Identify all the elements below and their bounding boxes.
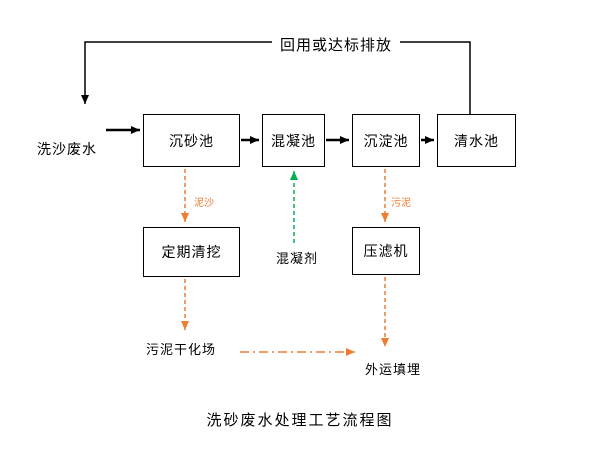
box-coagulation-tank: 混凝池 xyxy=(262,114,325,167)
sediment-label: 泥沙 xyxy=(194,198,214,209)
reuse-discharge-label: 回用或达标排放 xyxy=(272,34,401,55)
sludge-drying-field-label: 污泥干化场 xyxy=(146,342,217,357)
coagulant-label: 混凝剂 xyxy=(276,251,319,266)
box-grit-chamber: 沉砂池 xyxy=(143,114,240,167)
influent-label: 洗沙废水 xyxy=(37,141,97,157)
box-sedimentation-tank: 沉淀池 xyxy=(352,114,420,167)
diagram-title: 洗砂废水处理工艺流程图 xyxy=(206,412,394,429)
box-periodic-dredging: 定期清挖 xyxy=(143,227,240,277)
offsite-landfill-label: 外运填埋 xyxy=(365,362,422,377)
box-filter-press: 压滤机 xyxy=(352,227,420,275)
sludge-label: 污泥 xyxy=(391,198,411,209)
box-clear-water-tank: 清水池 xyxy=(437,114,516,167)
